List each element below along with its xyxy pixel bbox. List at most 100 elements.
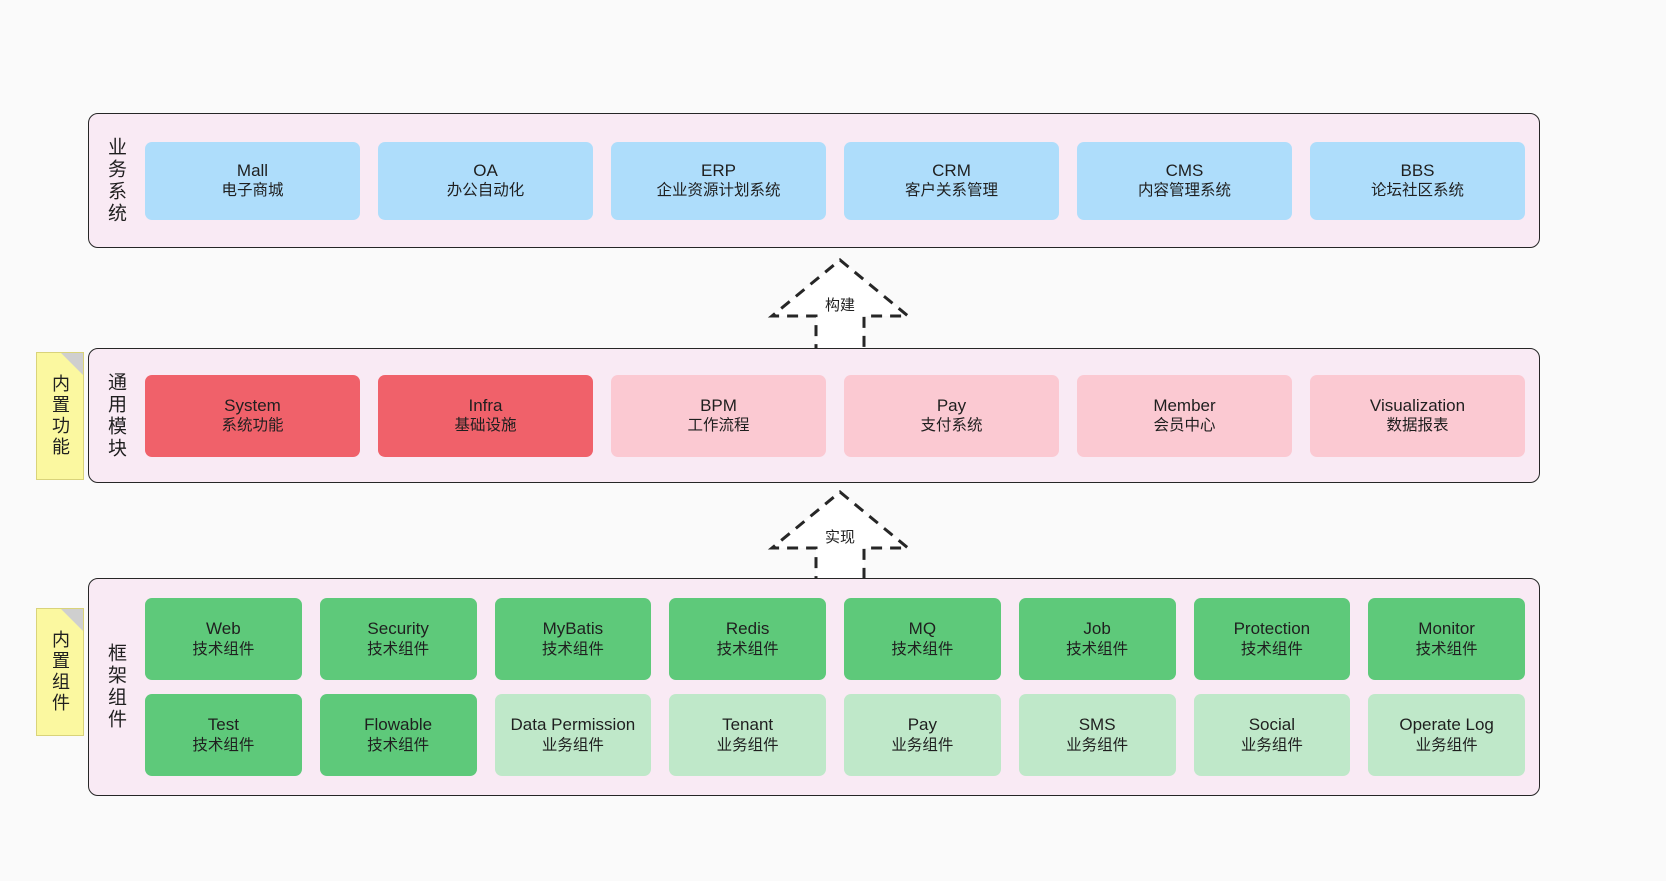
layer-business-systems: 业务系统 Mall 电子商城 OA 办公自动化 ERP 企业资源计划系统 CRM 客户关系管理… bbox=[88, 113, 1540, 248]
arrow-label-build: 构建 bbox=[824, 297, 855, 314]
card-title-cn: 业务组件 bbox=[1415, 736, 1478, 754]
card-title-en: Monitor bbox=[1418, 619, 1475, 639]
card-title-en: ERP bbox=[701, 160, 736, 180]
arrow-label-implement: 实现 bbox=[824, 529, 855, 546]
card-title-en: SMS bbox=[1078, 715, 1116, 735]
card-title-cn: 技术组件 bbox=[192, 640, 255, 658]
card-title-en: Infra bbox=[468, 395, 503, 415]
card-title-cn: 技术组件 bbox=[1066, 640, 1129, 658]
card-title-en: Job bbox=[1083, 619, 1111, 639]
business-card-bbs[interactable]: BBS 论坛社区系统 bbox=[1310, 141, 1525, 220]
card-title-cn: 系统功能 bbox=[221, 417, 284, 435]
card-title-en: MQ bbox=[908, 619, 937, 639]
card-title-cn: 技术组件 bbox=[367, 736, 430, 754]
card-title-en: BPM bbox=[700, 395, 737, 415]
card-title-en: Flowable bbox=[364, 715, 433, 735]
card-title-cn: 支付系统 bbox=[920, 417, 983, 435]
module-card-system[interactable]: System 系统功能 bbox=[145, 374, 360, 457]
module-card-member[interactable]: Member 会员中心 bbox=[1077, 374, 1292, 457]
card-title-en: BBS bbox=[1400, 160, 1435, 180]
card-title-en: MyBatis bbox=[542, 619, 604, 639]
card-title-en: Web bbox=[206, 619, 241, 639]
module-card-pay[interactable]: Pay 支付系统 bbox=[844, 374, 1059, 457]
card-title-en: Visualization bbox=[1369, 395, 1466, 415]
card-title-cn: 数据报表 bbox=[1386, 417, 1449, 435]
layer-title-framework: 框架组件 bbox=[104, 643, 126, 731]
generalization-arrow-build: 构建 bbox=[760, 256, 920, 354]
card-title-cn: 业务组件 bbox=[891, 736, 954, 754]
card-title-cn: 办公自动化 bbox=[446, 182, 525, 200]
card-title-cn: 业务组件 bbox=[1066, 736, 1129, 754]
row-business-cards: Mall 电子商城 OA 办公自动化 ERP 企业资源计划系统 CRM 客户关系管理 CMS 内容… bbox=[145, 141, 1525, 220]
card-title-en: Social bbox=[1248, 715, 1296, 735]
card-title-en: Pay bbox=[907, 715, 938, 735]
card-title-cn: 企业资源计划系统 bbox=[656, 182, 781, 200]
layer-title-modules: 通用模块 bbox=[104, 371, 126, 460]
module-card-visualization[interactable]: Visualization 数据报表 bbox=[1310, 374, 1525, 457]
card-title-en: Mall bbox=[236, 160, 269, 180]
card-title-cn: 论坛社区系统 bbox=[1370, 182, 1464, 200]
generalization-arrow-implement: 实现 bbox=[760, 488, 920, 586]
card-title-en: CRM bbox=[932, 160, 971, 180]
card-title-cn: 业务组件 bbox=[541, 736, 604, 754]
card-title-cn: 内容管理系统 bbox=[1137, 182, 1231, 200]
business-card-oa[interactable]: OA 办公自动化 bbox=[378, 141, 593, 220]
card-title-en: Operate Log bbox=[1399, 715, 1494, 735]
card-title-en: Member bbox=[1153, 395, 1216, 415]
card-title-cn: 技术组件 bbox=[541, 640, 604, 658]
card-title-en: Tenant bbox=[722, 715, 774, 735]
card-title-cn: 电子商城 bbox=[221, 182, 284, 200]
card-title-cn: 技术组件 bbox=[1240, 640, 1303, 658]
card-title-cn: 技术组件 bbox=[1415, 640, 1478, 658]
card-title-cn: 技术组件 bbox=[192, 736, 255, 754]
card-title-en: Security bbox=[367, 619, 429, 639]
card-title-en: CMS bbox=[1165, 160, 1204, 180]
card-title-cn: 基础设施 bbox=[454, 417, 517, 435]
card-title-cn: 客户关系管理 bbox=[904, 182, 998, 200]
card-title-en: Test bbox=[207, 715, 239, 735]
business-card-erp[interactable]: ERP 企业资源计划系统 bbox=[611, 141, 826, 220]
layer-title-business: 业务系统 bbox=[104, 136, 126, 225]
business-card-crm[interactable]: CRM 客户关系管理 bbox=[844, 141, 1059, 220]
card-title-cn: 业务组件 bbox=[1240, 736, 1303, 754]
module-card-infra[interactable]: Infra 基础设施 bbox=[378, 374, 593, 457]
card-title-en: Pay bbox=[936, 395, 967, 415]
business-card-cms[interactable]: CMS 内容管理系统 bbox=[1077, 141, 1292, 220]
card-title-cn: 会员中心 bbox=[1153, 417, 1216, 435]
card-title-cn: 技术组件 bbox=[891, 640, 954, 658]
business-card-mall[interactable]: Mall 电子商城 bbox=[145, 141, 360, 220]
sticky-note-builtin-components: 内置组件 bbox=[36, 608, 84, 736]
card-title-en: Redis bbox=[725, 619, 770, 639]
sticky-note-builtin-functions: 内置功能 bbox=[36, 352, 84, 480]
card-title-en: System bbox=[224, 395, 281, 415]
card-title-cn: 技术组件 bbox=[716, 640, 779, 658]
card-title-cn: 技术组件 bbox=[367, 640, 430, 658]
card-title-cn: 业务组件 bbox=[716, 736, 779, 754]
card-title-en: OA bbox=[473, 160, 498, 180]
